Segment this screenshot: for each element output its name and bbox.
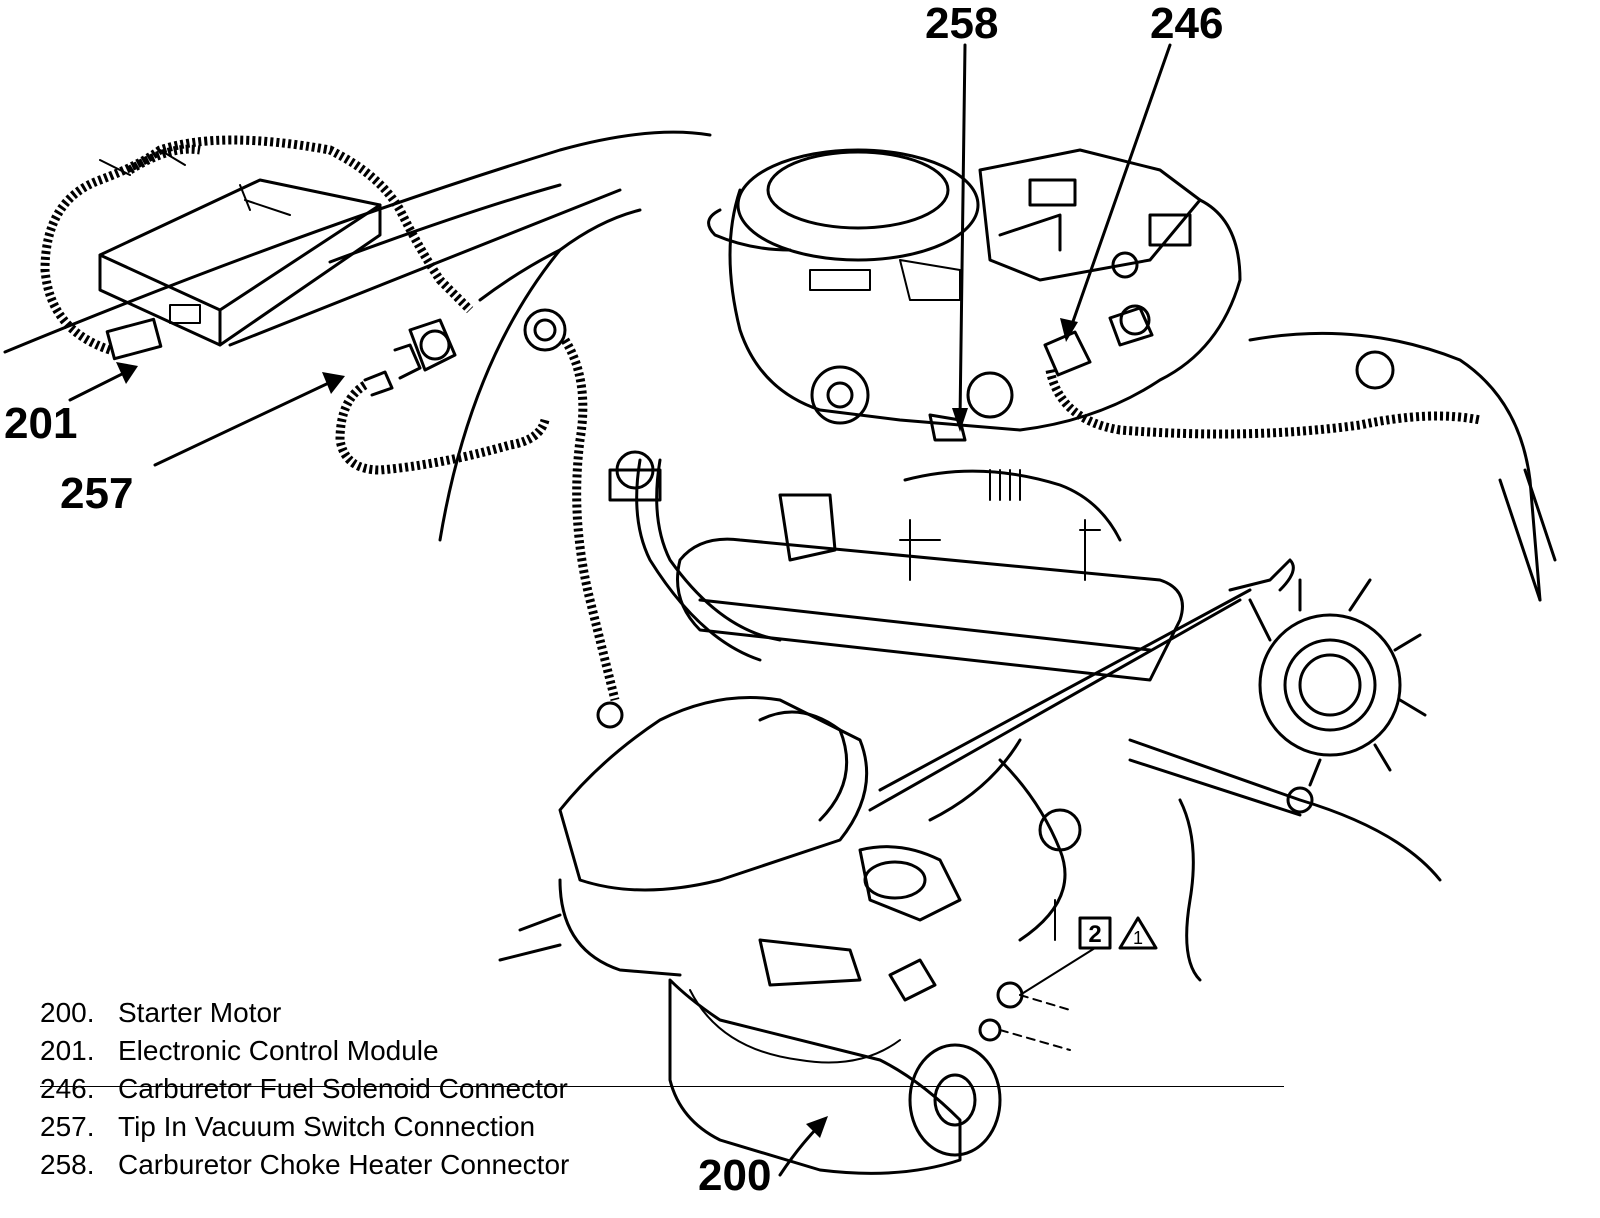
box-badge-text: 2 — [1088, 921, 1101, 948]
legend: 200. Starter Motor 201. Electronic Contr… — [40, 994, 740, 1184]
legend-number: 257. — [40, 1111, 95, 1142]
callout-258: 258 — [925, 0, 998, 48]
callout-200: 200 — [698, 1151, 771, 1200]
engine-block — [498, 758, 1202, 982]
throttle-linkage — [868, 558, 1295, 822]
legend-row: 201. Electronic Control Module — [40, 1032, 740, 1070]
legend-row: 246. Carburetor Fuel Solenoid Connector — [40, 1070, 740, 1108]
leader-lines — [68, 43, 1172, 1177]
ecm-module — [98, 178, 382, 361]
legend-label: Carburetor Choke Heater Connector — [118, 1149, 570, 1180]
ecm-harness — [40, 135, 474, 355]
valve-cover — [676, 469, 1184, 682]
horizontal-rule — [40, 1086, 1284, 1087]
legend-label: Electronic Control Module — [118, 1035, 439, 1066]
legend-row: 258. Carburetor Choke Heater Connector — [40, 1146, 740, 1184]
legend-number: 201. — [40, 1035, 95, 1066]
legend-label: Carburetor Fuel Solenoid Connector — [118, 1073, 568, 1104]
callout-246: 246 — [1150, 0, 1223, 48]
triangle-badge-text: 1 — [1133, 928, 1143, 948]
callout-257: 257 — [60, 469, 133, 518]
side-harness — [523, 308, 624, 729]
legend-number: 246. — [40, 1073, 95, 1104]
legend-row: 200. Starter Motor — [40, 994, 740, 1032]
triangle-badge — [1118, 916, 1158, 950]
vacuum-switch — [335, 318, 550, 475]
legend-label: Tip In Vacuum Switch Connection — [118, 1111, 536, 1142]
carburetor — [707, 148, 1242, 442]
legend-number: 258. — [40, 1149, 95, 1180]
legend-row: 257. Tip In Vacuum Switch Connection — [40, 1108, 740, 1146]
fuel-solenoid-connector — [1043, 306, 1481, 439]
legend-number: 200. — [40, 997, 95, 1028]
exhaust-manifold — [558, 450, 869, 892]
fender-lines — [3, 130, 712, 542]
callout-201: 201 — [4, 399, 77, 448]
starter-motor — [668, 899, 1071, 1175]
reference-badges: 2 1 — [1019, 916, 1158, 996]
legend-label: Starter Motor — [118, 997, 282, 1028]
pulley — [1128, 331, 1557, 882]
